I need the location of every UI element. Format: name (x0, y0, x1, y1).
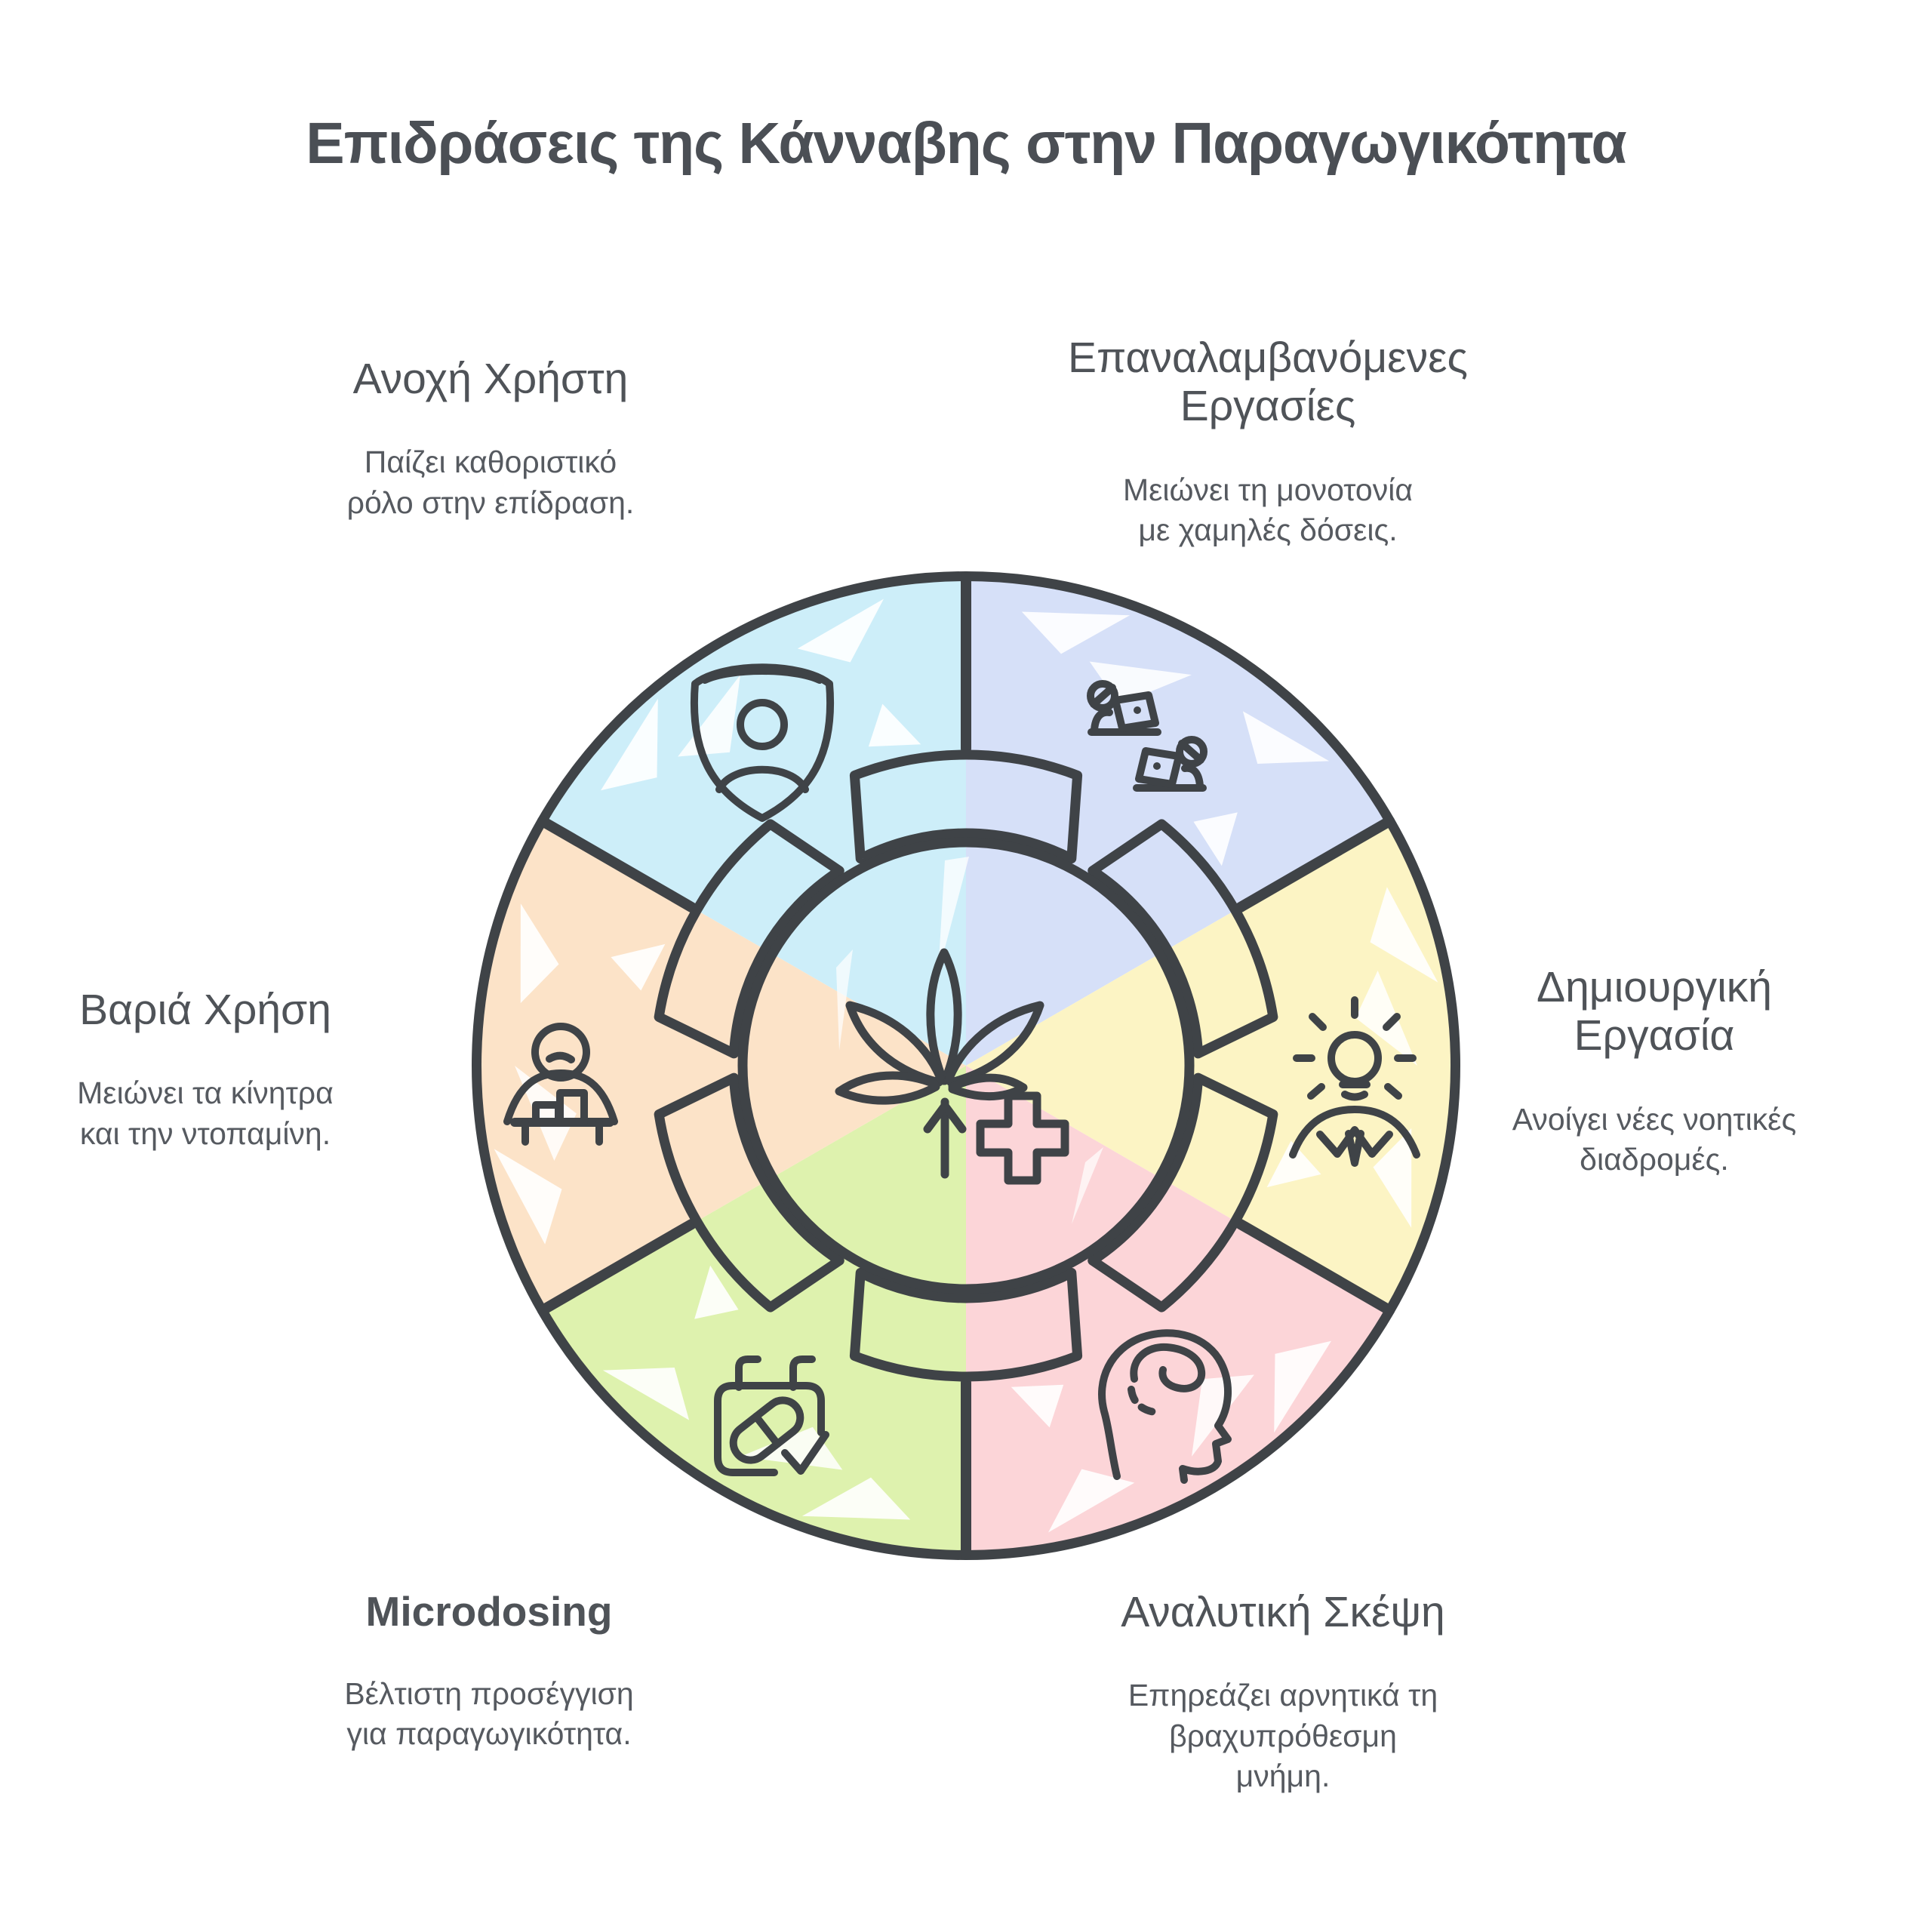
segment-label-repetitive-tasks: Επαναλαμβανόμενες Εργασίες Μειώνει τη μο… (1026, 320, 1509, 564)
head-brain-icon (1098, 1329, 1232, 1484)
segment-title: Βαριά Χρήση (79, 986, 331, 1034)
idea-person-icon (1289, 996, 1420, 1167)
segment-title: Δημιουργική Εργασία (1537, 963, 1772, 1060)
segment-title: Ανοχή Χρήστη (352, 355, 629, 403)
infographic-title: Επιδράσεις της Κάνναβης στην Παραγωγικότ… (306, 111, 1626, 176)
segment-description: Μειώνει τα κίνητρα και την ντοπαμίνη. (77, 1075, 334, 1151)
pill-checklist-icon (714, 1355, 829, 1476)
cannabis-medical-icon (835, 948, 1069, 1185)
segment-description: Επηρεάζει αρνητικά τη βραχυπρόθεσμη μνήμ… (1128, 1678, 1438, 1793)
shield-user-icon (691, 663, 834, 822)
segment-label-microdosing: Microdosing Βέλτιστη προσέγγιση για παρα… (263, 1574, 715, 1768)
cannabis-leaf-icon (835, 948, 1044, 1179)
segment-description: Ανοίγει νέες νοητικές διαδρομές. (1512, 1101, 1797, 1177)
segment-description: Βέλτιστη προσέγγιση για παραγωγικότητα. (344, 1676, 634, 1752)
medical-cross-icon (976, 1091, 1069, 1185)
segment-label-analytical-thinking: Αναλυτική Σκέψη Επηρεάζει αρνητικά τη βρ… (1049, 1574, 1517, 1810)
center-hub-streaks (836, 857, 1103, 1224)
segment-label-heavy-use: Βαριά Χρήση Μειώνει τα κίνητρα και την ν… (2, 972, 409, 1168)
segment-label-creative-work: Δημιουργική Εργασία Ανοίγει νέες νοητικέ… (1443, 949, 1866, 1193)
segment-title: Επαναλαμβανόμενες Εργασίες (1068, 334, 1468, 431)
segment-icons (503, 663, 1420, 1484)
segment-description: Παίζει καθοριστικό ρόλο στην επίδραση. (346, 445, 635, 520)
segment-description: Μειώνει τη μονοτονία με χαμηλές δόσεις. (1122, 472, 1414, 548)
segment-title: Αναλυτική Σκέψη (1121, 1588, 1445, 1636)
segment-title: Microdosing (365, 1588, 613, 1635)
segment-label-user-tolerance: Ανοχή Χρήστη Παίζει καθοριστικό ρόλο στη… (264, 341, 717, 537)
sector-divider-lines (537, 571, 1395, 1560)
person-desk-icon (503, 1023, 618, 1146)
center-hub-circle (737, 837, 1195, 1294)
